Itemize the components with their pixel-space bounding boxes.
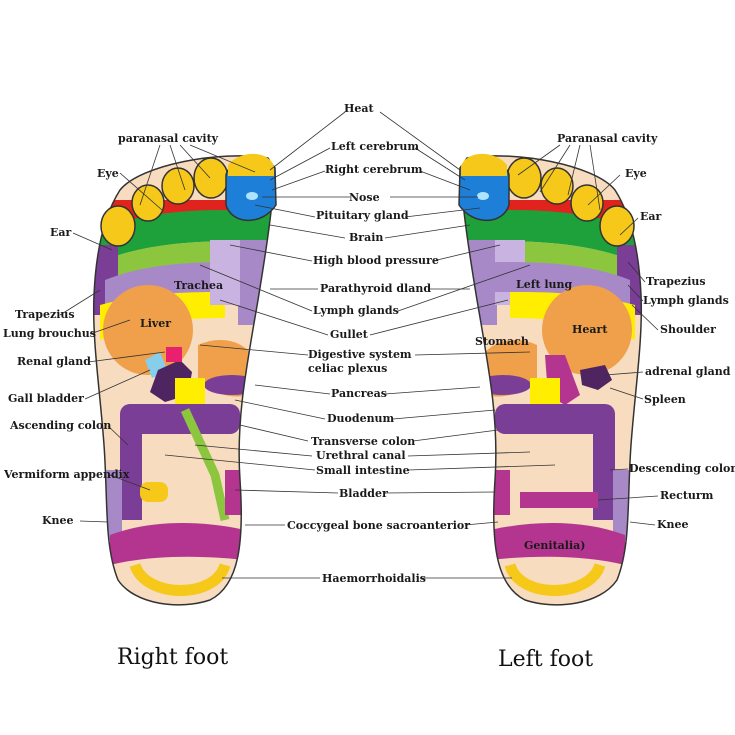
- label-l-descending-colon: Descending colon: [629, 462, 735, 475]
- label-digestive-system: Digestive system: [308, 348, 412, 361]
- left-genital-zone: [490, 523, 625, 565]
- label-parathyroid-dland: Parathyroid dland: [320, 282, 431, 295]
- label-l-rectum: Recturm: [660, 489, 714, 502]
- left-brain-zone: [462, 210, 635, 262]
- label-urethral-canal: Urethral canal: [316, 449, 406, 462]
- label-r-gall-bladder: Gall bladder: [8, 392, 84, 405]
- label-r-vermiform: Vermiform appendix: [3, 468, 130, 481]
- left-parathyroid-zone: [462, 240, 497, 325]
- label-left-cerebrum: Left cerebrum: [331, 140, 419, 153]
- label-haemorrhoidalis: Haemorrhoidalis: [322, 572, 426, 585]
- title-right-foot: Right foot: [117, 645, 228, 670]
- label-duodenum: Duodenum: [327, 412, 395, 425]
- label-high-blood-pressure: High blood pressure: [313, 254, 439, 267]
- label-l-heart: Heart: [572, 323, 608, 336]
- label-brain: Brain: [349, 231, 383, 244]
- label-lymph-glands-center: Lymph glands: [313, 304, 399, 317]
- label-l-lymph-glands: Lymph glands: [643, 294, 729, 307]
- label-r-trapezius: Trapezius: [15, 308, 75, 321]
- label-l-trapezius: Trapezius: [646, 275, 706, 288]
- label-heat: Heat: [344, 102, 375, 115]
- label-celiac-plexus: celiac plexus: [308, 362, 387, 375]
- leader-lines: [59, 111, 659, 579]
- label-r-trachea: Trachea: [174, 279, 223, 292]
- label-r-paranasal: paranasal cavity: [118, 132, 219, 145]
- label-nose: Nose: [349, 191, 380, 204]
- label-transverse-colon: Transverse colon: [311, 435, 415, 448]
- label-l-paranasal: Paranasal cavity: [557, 132, 658, 145]
- right-brain-zone: [100, 210, 273, 262]
- right-pancreas-zone: [204, 375, 260, 395]
- label-right-cerebrum: Right cerebrum: [325, 163, 423, 176]
- left-heart-zone: [542, 285, 632, 375]
- right-toes: [100, 153, 277, 247]
- label-small-intestine: Small intestine: [316, 464, 410, 477]
- label-r-ear: Ear: [50, 226, 72, 239]
- right-foot: [92, 153, 277, 606]
- label-r-eye: Eye: [97, 167, 119, 180]
- label-r-lung-bronchus: Lung brouchus: [3, 327, 96, 340]
- left-transverse-colon-zone: [495, 404, 615, 434]
- label-r-renal-gland: Renal gland: [17, 355, 91, 368]
- label-bladder: Bladder: [339, 487, 388, 500]
- right-appendix-zone: [140, 482, 168, 502]
- label-l-spleen: Spleen: [644, 393, 686, 406]
- right-pituitary-dot: [246, 192, 258, 200]
- label-l-stomach: Stomach: [475, 335, 529, 348]
- label-coccygeal: Coccygeal bone sacroanterior: [287, 519, 470, 532]
- left-adrenal-zone: [580, 365, 612, 390]
- title-left-foot: Left foot: [498, 647, 593, 672]
- center-labels: Heat Left cerebrum Right cerebrum Nose P…: [287, 102, 470, 585]
- label-gullet: Gullet: [330, 328, 369, 341]
- right-foot-labels: paranasal cavity Eye Ear Trapezius Lung …: [3, 132, 223, 527]
- left-descending-colon-zone: [593, 420, 615, 520]
- label-pancreas: Pancreas: [331, 387, 387, 400]
- label-l-adrenal-gland: adrenal gland: [645, 365, 731, 378]
- right-bladder-zone: [225, 470, 245, 515]
- label-l-genitalia: Genitalia): [524, 539, 585, 552]
- right-genital-zone: [110, 523, 245, 565]
- right-transverse-colon-zone: [120, 404, 240, 434]
- label-r-liver: Liver: [140, 317, 171, 330]
- label-l-shoulder: Shoulder: [660, 323, 716, 336]
- label-l-knee: Knee: [657, 518, 689, 531]
- label-l-eye: Eye: [625, 167, 647, 180]
- right-ascending-colon-zone: [120, 420, 142, 520]
- left-toes: [458, 153, 635, 247]
- right-haemorrhoid-zone: [129, 562, 231, 596]
- label-pituitary-gland: Pituitary gland: [316, 209, 409, 222]
- left-foot-labels: Paranasal cavity Eye Ear Trapezius Lymph…: [475, 132, 735, 552]
- label-r-ascending-colon: Ascending colon: [9, 419, 111, 432]
- label-l-left-lung: Left lung: [516, 278, 573, 291]
- label-l-ear: Ear: [640, 210, 662, 223]
- left-knee-zone: [613, 470, 635, 540]
- label-r-knee: Knee: [42, 514, 74, 527]
